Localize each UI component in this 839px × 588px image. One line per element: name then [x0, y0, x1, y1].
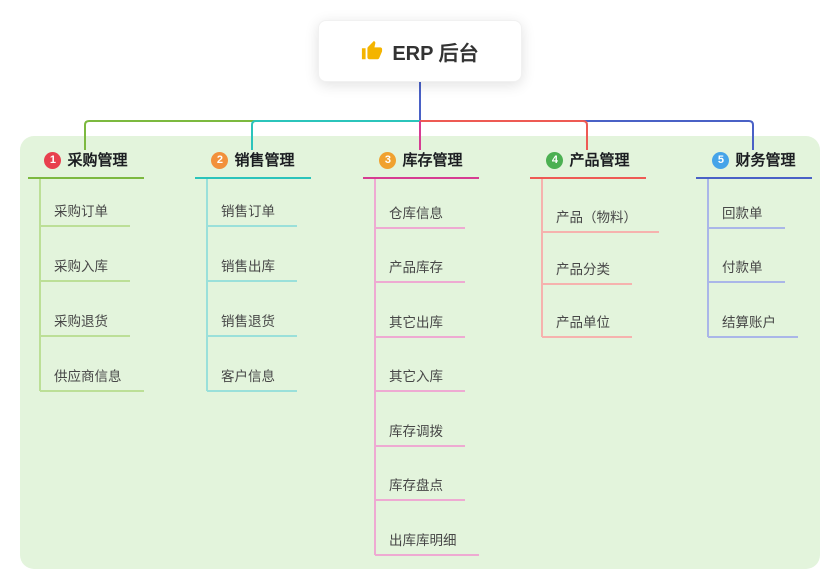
branch-badge: 4 [546, 152, 564, 169]
leaf-node[interactable]: 产品（物料） [542, 209, 659, 233]
leaf-node[interactable]: 采购订单 [40, 203, 130, 227]
leaf-node[interactable]: 产品分类 [542, 261, 632, 285]
leaf-node[interactable]: 付款单 [708, 259, 785, 283]
leaf-node[interactable]: 库存盘点 [375, 477, 465, 501]
branch-label-text: 产品管理 [569, 152, 630, 169]
leaf-node[interactable]: 仓库信息 [375, 205, 465, 229]
leaf-node[interactable]: 采购入库 [40, 258, 130, 282]
connector-sales [251, 120, 420, 150]
leaf-node[interactable]: 其它入库 [375, 368, 465, 392]
leaf-node[interactable]: 产品单位 [542, 314, 632, 338]
root-title: ERP 后台 [392, 42, 479, 65]
branch-label-text: 库存管理 [402, 152, 463, 169]
branch-node-finance[interactable]: 5 财务管理 [696, 149, 812, 179]
branch-label-text: 财务管理 [735, 152, 796, 169]
branch-badge: 3 [379, 152, 397, 169]
leaf-node[interactable]: 采购退货 [40, 313, 130, 337]
branch-label-text: 销售管理 [234, 152, 295, 169]
branch-node-purchase[interactable]: 1 采购管理 [28, 149, 144, 179]
connector-purchase [84, 120, 420, 150]
leaf-node[interactable]: 出库库明细 [375, 532, 479, 556]
leaf-node[interactable]: 供应商信息 [40, 368, 144, 392]
map-background [20, 136, 820, 569]
leaf-node[interactable]: 销售订单 [207, 203, 297, 227]
leaf-node[interactable]: 销售退货 [207, 313, 297, 337]
branch-badge: 2 [211, 152, 229, 169]
leaf-node[interactable]: 客户信息 [207, 368, 297, 392]
connector-finance [420, 120, 754, 150]
connector-product [420, 120, 588, 150]
leaf-node[interactable]: 销售出库 [207, 258, 297, 282]
leaf-node[interactable]: 结算账户 [708, 314, 798, 338]
leaf-node[interactable]: 回款单 [708, 205, 785, 229]
branch-node-sales[interactable]: 2 销售管理 [195, 149, 311, 179]
leaf-node[interactable]: 产品库存 [375, 259, 465, 283]
branch-badge: 5 [712, 152, 730, 169]
leaf-node[interactable]: 库存调拨 [375, 423, 465, 447]
branch-label-text: 采购管理 [67, 152, 128, 169]
leaf-node[interactable]: 其它出库 [375, 314, 465, 338]
root-node[interactable]: ERP 后台 [318, 20, 522, 82]
thumbs-up-icon [362, 40, 383, 60]
branch-node-product[interactable]: 4 产品管理 [530, 149, 646, 179]
branch-badge: 1 [44, 152, 62, 169]
branch-node-inventory[interactable]: 3 库存管理 [363, 149, 479, 179]
